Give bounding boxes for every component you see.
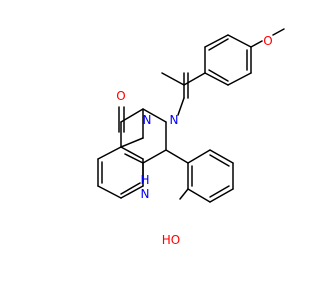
- molecule-structure: O N N H N O HO: [97, 28, 285, 247]
- molecule-canvas: O N N H N O HO: [97, 28, 285, 247]
- atom-labels: O N N H N O HO: [116, 34, 272, 247]
- methoxy-oxygen-label: O: [263, 34, 272, 48]
- hydroxyl-label: HO: [162, 233, 180, 247]
- nh-hydrogen-label: H: [140, 173, 149, 187]
- ring-nitrogen-3-label: N: [143, 113, 152, 127]
- carbonyl-oxygen-label: O: [116, 89, 125, 103]
- imine-nitrogen-label: N: [170, 113, 179, 127]
- nh-nitrogen-label: N: [141, 187, 150, 201]
- bonds: [97, 28, 285, 203]
